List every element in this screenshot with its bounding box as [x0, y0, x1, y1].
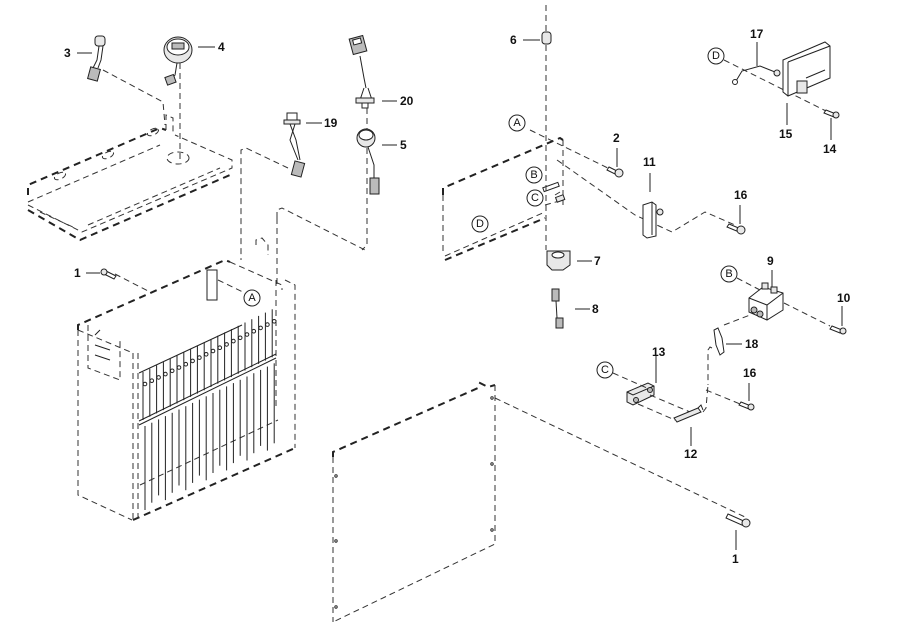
callout-1-lower: 1 [732, 552, 739, 566]
callout-16-lower: 16 [743, 366, 757, 380]
callout-7: 7 [594, 254, 601, 268]
ref-B-relay: B [720, 265, 738, 283]
ref-label-C: C [531, 192, 539, 204]
part-1-screw-lower: 1 [725, 513, 751, 566]
battery-cell-post [224, 342, 229, 347]
callout-4: 4 [218, 40, 225, 54]
ref-label-B: B [725, 268, 732, 280]
callout-16-upper: 16 [734, 188, 748, 202]
callout-19: 19 [324, 116, 338, 130]
battery-cell-post [169, 368, 175, 374]
part-14-screw: 14 [823, 109, 840, 156]
mid-bracket-path [255, 207, 366, 285]
callout-11: 11 [643, 155, 656, 169]
part-16-screw-lower: 16 [738, 366, 757, 411]
callout-14: 14 [823, 142, 837, 156]
callout-9: 9 [767, 254, 774, 268]
ref-label-C: C [601, 364, 609, 376]
part-20-connector: 20 [348, 34, 414, 109]
ref-label-D: D [476, 218, 484, 230]
battery-cell-post [176, 365, 182, 370]
battery-cell-post [210, 348, 216, 354]
ref-C-plate: C [526, 189, 544, 207]
part-18-terminal-strap: 18 [707, 314, 759, 385]
battery-cell-post [142, 381, 148, 387]
part-2-bolt: 2 [606, 131, 624, 178]
part-3-indicator-lamp: 3 [64, 35, 166, 126]
callout-3: 3 [64, 46, 71, 60]
callout-8: 8 [592, 302, 599, 316]
part-5-indicator: 5 [356, 108, 407, 251]
ref-B-plate: B [525, 166, 543, 184]
callout-17: 17 [750, 27, 764, 41]
part-7-ferrite: 7 [546, 250, 601, 271]
battery-cell-post [190, 358, 195, 364]
battery-cell-post [163, 371, 168, 377]
battery-box [77, 258, 296, 521]
part-13-fuse-holder: 13 [612, 345, 691, 421]
part-19-socket: 19 [240, 112, 338, 260]
part-12-fuse: 12 [673, 384, 746, 461]
part-9-relay: 9 [736, 254, 831, 327]
ref-D-plate: D [471, 215, 489, 233]
ref-label-A: A [513, 117, 521, 129]
mounting-plate [442, 5, 736, 261]
ref-A-mid: A [243, 289, 261, 307]
battery-cell-post [203, 352, 209, 357]
battery-cell-post [183, 361, 189, 367]
callout-18: 18 [745, 337, 759, 351]
ref-A-plate: A [508, 114, 526, 132]
part-4-gauge: 4 [163, 36, 225, 160]
callout-20: 20 [400, 94, 414, 108]
battery-cell-post [265, 322, 270, 327]
battery-cell-post [258, 325, 263, 331]
battery-cell-post [271, 319, 277, 324]
ref-C-fuse: C [596, 361, 614, 379]
part-15-control-module: 15 [779, 41, 831, 141]
part-11-bracket: 11 [642, 155, 664, 239]
battery-cell-post [149, 378, 155, 384]
part-17-ground-wire: 17 [723, 27, 829, 113]
ref-label-A: A [248, 292, 256, 304]
part-16-screw-upper: 16 [726, 188, 748, 235]
rear-access-panel [332, 381, 746, 623]
ref-label-D: D [712, 50, 720, 62]
battery-cell-post [237, 335, 243, 341]
top-tray-panel [27, 114, 233, 242]
part-1-screw-upper: 1 [74, 266, 117, 280]
callout-12: 12 [684, 447, 698, 461]
battery-cells [142, 309, 277, 510]
battery-cell-post [156, 375, 161, 380]
callout-1-upper: 1 [74, 266, 81, 280]
battery-cell-post [217, 345, 223, 351]
battery-cell-post [197, 355, 202, 360]
callout-15: 15 [779, 127, 793, 141]
ref-label-B: B [530, 169, 537, 181]
battery-cell-post [251, 328, 257, 334]
part-8-connector: 8 [551, 288, 599, 329]
callout-5: 5 [400, 138, 407, 152]
battery-cell-post [231, 338, 236, 344]
ref-D-module: D [707, 47, 725, 65]
callout-2: 2 [613, 131, 620, 145]
callout-6: 6 [510, 33, 517, 47]
part-6-cap: 6 [510, 31, 552, 47]
part-10-screw: 10 [829, 291, 851, 335]
battery-cell-post [244, 332, 250, 337]
callout-10: 10 [837, 291, 851, 305]
callout-13: 13 [652, 345, 666, 359]
